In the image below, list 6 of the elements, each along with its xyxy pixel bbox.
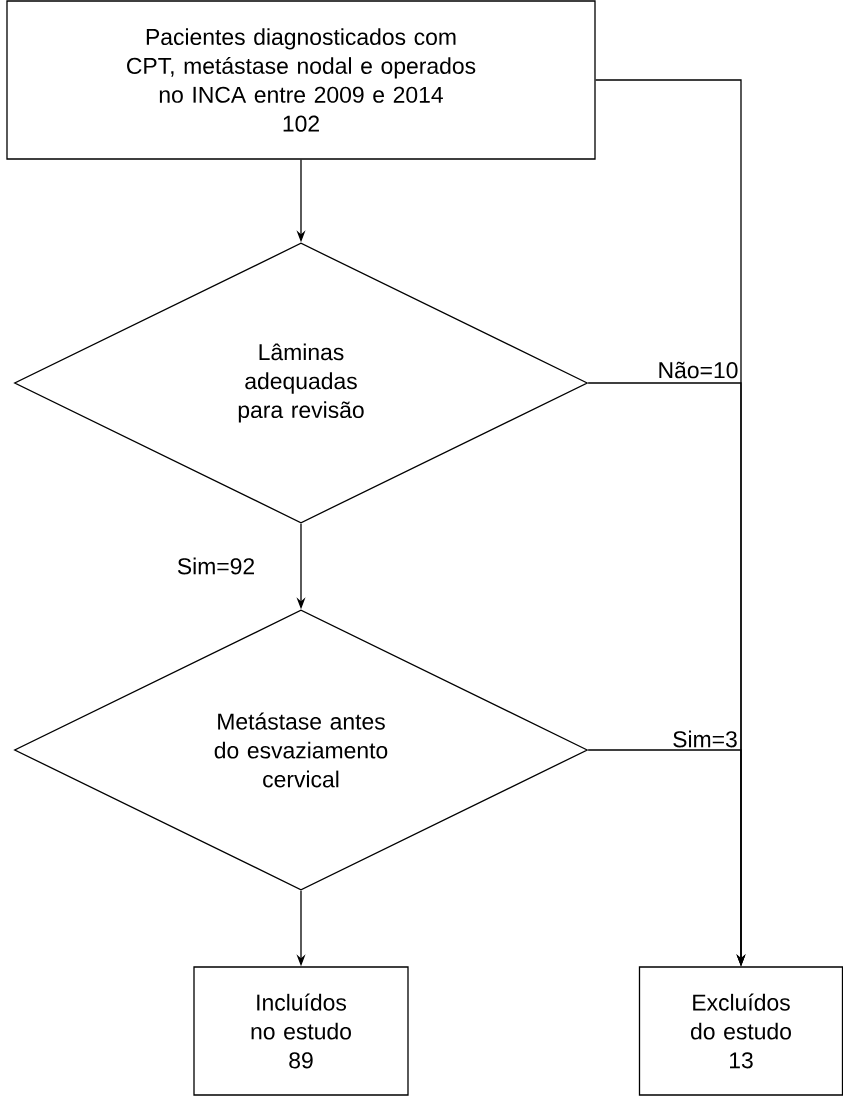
process-box: Incluídos no estudo 89 (193, 966, 409, 1096)
edge-label: Não=10 (656, 360, 740, 380)
process-box: Excluídos do estudo 13 (638, 966, 843, 1096)
process-box: Pacientes diagnosticados com CPT, metástase nodal e operados no INCA entre 2009 e 2014 102 (6, 0, 596, 160)
edge-label: Sim=92 (175, 556, 257, 576)
edge-label: Sim=3 (671, 729, 739, 749)
